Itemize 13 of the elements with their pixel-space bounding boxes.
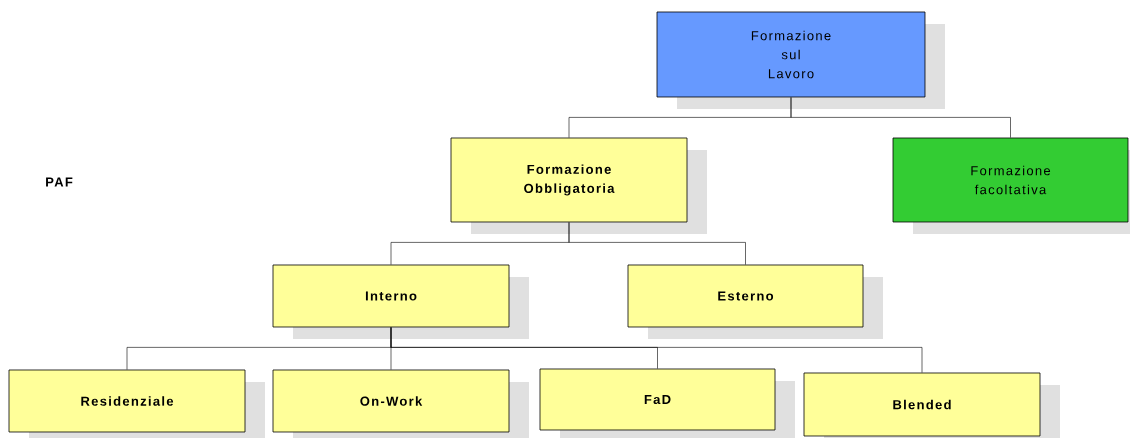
chart-box: Residenziale	[8, 369, 265, 438]
chart-box: Formazione facoltativa	[892, 137, 1130, 234]
connector	[790, 97, 1011, 138]
chart-box: Formazione Obbligatoria	[450, 137, 707, 234]
connector	[568, 222, 746, 265]
chart-box: Interno	[272, 264, 529, 339]
chart-box: Formazione sul Lavoro	[656, 11, 945, 109]
chart-box: FaD	[539, 368, 795, 438]
chart-box: On-Work	[272, 369, 529, 438]
chart-box: Esterno	[627, 264, 883, 339]
chart-box: Blended	[803, 372, 1060, 438]
connector	[390, 327, 923, 373]
side-label: PAF	[46, 177, 73, 187]
